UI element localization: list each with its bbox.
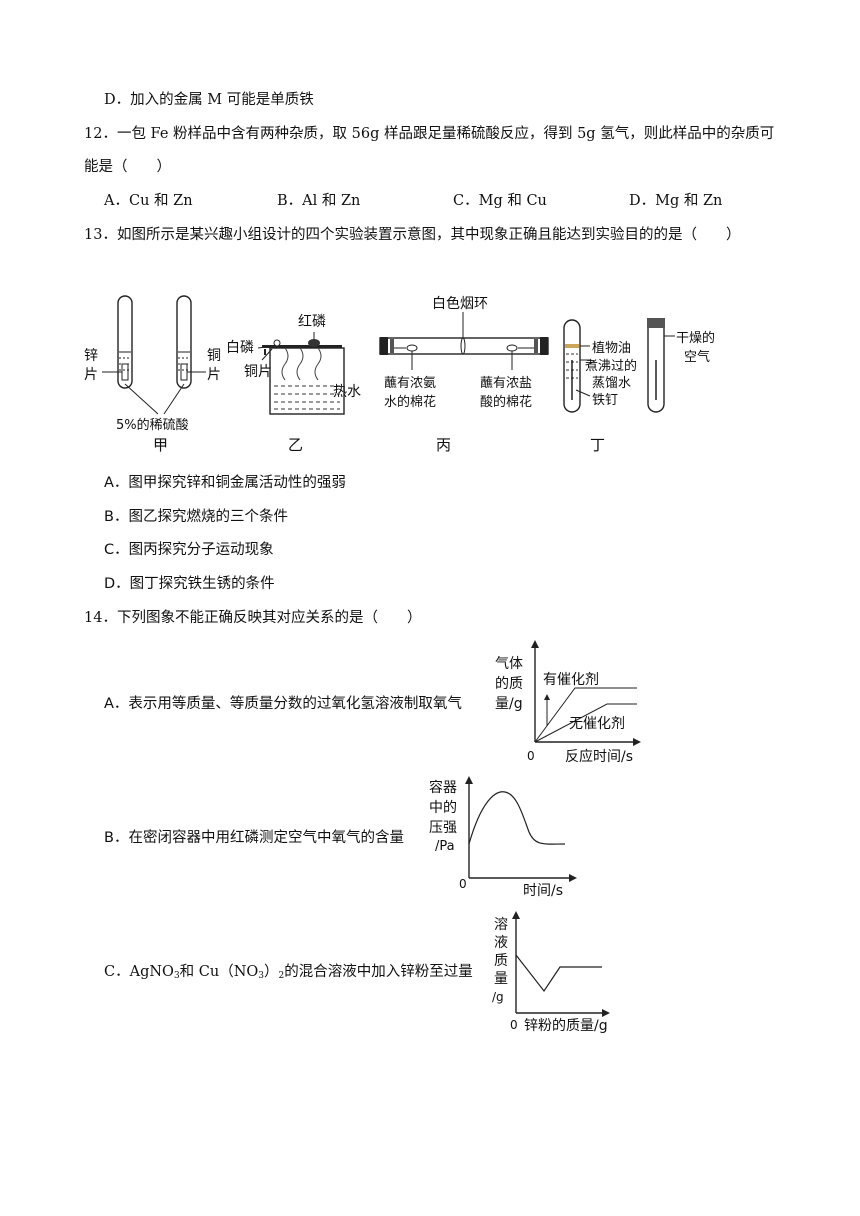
ding-dry-air-1: 干燥的 [676, 330, 715, 346]
ding-boiled-label: 煮沸过的 [585, 358, 637, 374]
yi-white-p-label: 白磷 [226, 340, 254, 356]
bing-right-cotton-2: 酸的棉花 [480, 394, 532, 410]
q14-graph-b: 容器 中的 压强 /Pa 0 时间/s [429, 776, 577, 899]
q13-option-c: C．图丙探究分子运动现象 [104, 542, 274, 558]
graph-b-origin: 0 [459, 877, 467, 891]
jia-acid-label: 5%的稀硫酸 [116, 417, 189, 433]
jia-caption: 甲 [153, 436, 168, 454]
graph-a-xlabel: 反应时间/s [565, 748, 633, 765]
graph-b-ylabel-1: 容器 [429, 779, 457, 796]
q12-option-d: D．Mg 和 Zn [629, 193, 723, 209]
graph-b-ylabel-3: 压强 [429, 820, 457, 836]
graph-c-xlabel: 锌粉的质量/g [524, 1018, 608, 1034]
bing-caption: 丙 [436, 436, 451, 454]
q14-graph-a: 气体 的质 量/g 有催化剂 无催化剂 0 反应时间/s [495, 640, 641, 765]
graph-a-catalyst-label: 有催化剂 [543, 672, 599, 688]
graph-b-xlabel: 时间/s [523, 883, 563, 899]
graph-a-no-catalyst-label: 无催化剂 [569, 716, 625, 732]
q12-stem-line1: 12．一包 Fe 粉样品中含有两种杂质，取 56g 样品跟足量稀硫酸反应，得到 … [84, 126, 775, 142]
graph-a-ylabel-1: 气体 [495, 656, 523, 672]
yi-copper-label: 铜片 [244, 364, 272, 380]
q12-option-a: A．Cu 和 Zn [104, 193, 193, 209]
jia-copper-label-2: 片 [207, 367, 221, 383]
q13-figure: 锌 片 铜 片 5%的稀硫酸 甲 红磷 白磷 铜片 热水 乙 [84, 295, 715, 454]
jia-zinc-label-2: 片 [84, 367, 98, 383]
graph-b-ylabel-2: 中的 [429, 800, 457, 816]
q14-option-c: C．AgNO3和 Cu（NO3）2的混合溶液中加入锌粉至过量 [104, 964, 473, 981]
figure-bing: 白色烟环 蘸有浓氨 水的棉花 蘸有浓盐 酸的棉花 丙 [379, 295, 549, 454]
graph-c-ylabel-2: 液 [494, 935, 508, 951]
figure-yi: 红磷 白磷 铜片 热水 乙 [226, 314, 361, 454]
ding-distilled-label: 蒸馏水 [592, 376, 631, 391]
figure-jia: 锌 片 铜 片 5%的稀硫酸 甲 [84, 295, 221, 454]
ding-nail-label: 铁钉 [592, 393, 618, 408]
jia-copper-label-1: 铜 [207, 348, 221, 364]
q14-option-b: B．在密闭容器中用红磷测定空气中氧气的含量 [104, 830, 404, 846]
bing-left-cotton-2: 水的棉花 [384, 394, 436, 410]
graph-c-ylabel-5: /g [492, 990, 504, 1004]
ding-dry-air-2: 空气 [684, 349, 710, 365]
graph-a-ylabel-2: 的质 [495, 676, 523, 692]
graph-a-origin: 0 [527, 749, 535, 763]
graph-c-origin: 0 [510, 1018, 518, 1032]
q11-option-d: D．加入的金属 M 可能是单质铁 [104, 92, 314, 108]
q13-stem: 13．如图所示是某兴趣小组设计的四个实验装置示意图，其中现象正确且能达到实验目的… [84, 227, 741, 243]
q12-stem-line2: 能是（ ） [84, 159, 171, 175]
jia-zinc-label-1: 锌 [84, 348, 98, 364]
yi-caption: 乙 [288, 436, 303, 454]
q14-option-a: A．表示用等质量、等质量分数的过氧化氢溶液制取氧气 [104, 696, 462, 712]
yi-hot-water-label: 热水 [333, 384, 361, 400]
graph-c-ylabel-1: 溶 [494, 917, 508, 933]
ding-oil-label: 植物油 [592, 341, 631, 356]
graph-a-ylabel-3: 量/g [495, 696, 523, 712]
graph-c-ylabel-4: 量 [494, 971, 508, 987]
q12-option-c: C．Mg 和 Cu [453, 193, 547, 209]
figure-ding: 植物油 煮沸过的 蒸馏水 铁钉 干燥的 空气 丁 [563, 318, 715, 454]
q13-option-b: B．图乙探究燃烧的三个条件 [104, 509, 288, 525]
bing-left-cotton-1: 蘸有浓氨 [384, 376, 436, 391]
bing-right-cotton-1: 蘸有浓盐 [480, 376, 532, 391]
q14-stem: 14．下列图象不能正确反映其对应关系的是（ ） [84, 610, 422, 626]
q12-option-b: B．Al 和 Zn [277, 193, 361, 209]
graph-c-ylabel-3: 质 [494, 953, 508, 969]
ding-caption: 丁 [590, 436, 605, 454]
q13-option-a: A．图甲探究锌和铜金属活动性的强弱 [104, 475, 346, 491]
graph-b-ylabel-4: /Pa [435, 839, 455, 854]
bing-smoke-label: 白色烟环 [432, 295, 488, 312]
yi-red-p-label: 红磷 [298, 314, 326, 330]
q13-option-d: D．图丁探究铁生锈的条件 [104, 576, 275, 592]
q14-graph-c: 溶 液 质 量 /g 0 锌粉的质量/g [492, 911, 610, 1034]
